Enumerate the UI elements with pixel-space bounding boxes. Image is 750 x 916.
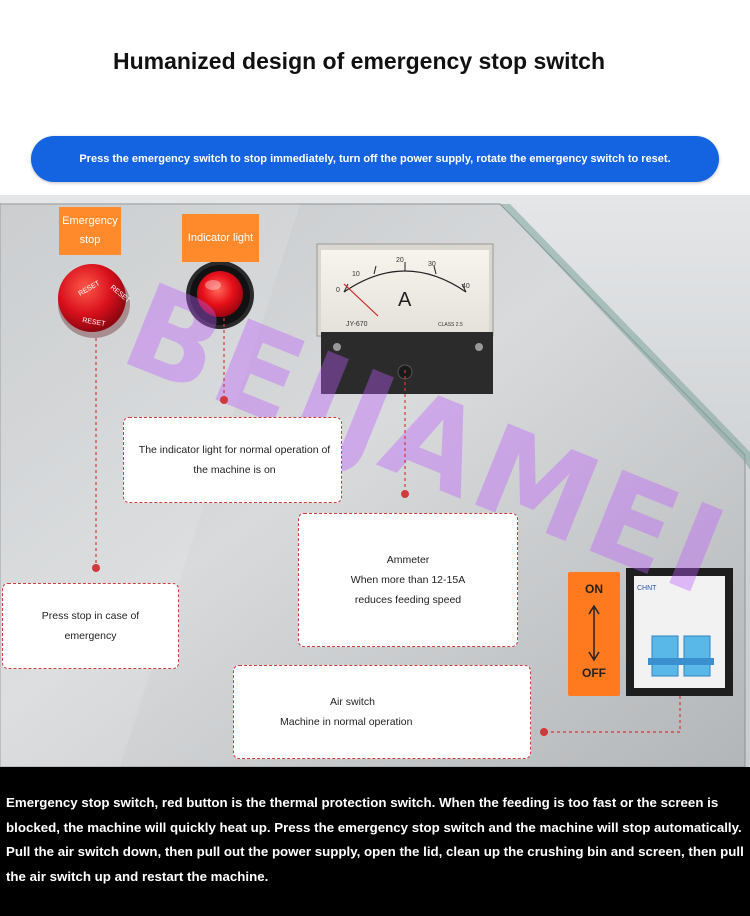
air-switch-callout: Air switch Machine in normal operation [233, 665, 531, 759]
meter-unit: A [398, 289, 412, 311]
ammeter-callout-title: Ammeter [386, 554, 430, 566]
air-switch-brand: CHNT [637, 585, 657, 592]
ammeter: 0 10 20 30 40 A JY-670 CLASS 2.5 [316, 243, 494, 394]
meter-model: JY-670 [346, 321, 368, 328]
estop-callout-text: Press stop in case of emergency [41, 610, 140, 642]
emergency-stop-tag-label: Emergency stop [62, 215, 118, 246]
estop-callout: Press stop in case of emergency [2, 583, 179, 669]
meter-tick-0: 0 [336, 287, 340, 294]
button-reset-label-bottom: RESET [82, 317, 107, 328]
steel-panel [0, 203, 746, 768]
air-callout-title: Air switch [330, 696, 375, 708]
on-label: ON [585, 582, 603, 596]
indicator-light-tag: Indicator light [182, 214, 259, 262]
meter-tick-20: 20 [396, 257, 404, 264]
ammeter-callout: Ammeter When more than 12-15A reduces fe… [298, 513, 518, 647]
banner-text: Press the emergency switch to stop immed… [79, 153, 671, 165]
description-text: Emergency stop switch, red button is the… [6, 795, 744, 884]
description-footer [0, 767, 750, 916]
off-label: OFF [582, 666, 606, 680]
up-down-arrow-icon [588, 604, 600, 662]
indicator-light [186, 261, 254, 329]
air-callout-desc: Machine in normal operation [280, 716, 413, 728]
meter-tick-10: 10 [352, 271, 360, 278]
indicator-light-tag-label: Indicator light [187, 231, 254, 244]
emergency-stop-tag: Emergency stop [59, 207, 121, 255]
on-off-indicator: ON OFF [568, 572, 620, 696]
page-title: Humanized design of emergency stop switc… [112, 48, 606, 74]
indicator-callout-text: The indicator light for normal operation… [138, 444, 331, 476]
instruction-banner: Press the emergency switch to stop immed… [31, 136, 719, 182]
indicator-callout: The indicator light for normal operation… [123, 417, 342, 503]
leader-lines [95, 318, 681, 733]
emergency-stop-button[interactable]: RESET RESET RESET [58, 264, 132, 338]
ammeter-callout-desc: When more than 12-15A reduces feeding sp… [350, 574, 466, 606]
meter-tick-40: 40 [462, 283, 470, 290]
meter-tick-30: 30 [428, 261, 436, 268]
leader-dots [92, 396, 548, 736]
air-switch[interactable]: CHNT [626, 568, 733, 696]
meter-class: CLASS 2.5 [438, 322, 463, 328]
